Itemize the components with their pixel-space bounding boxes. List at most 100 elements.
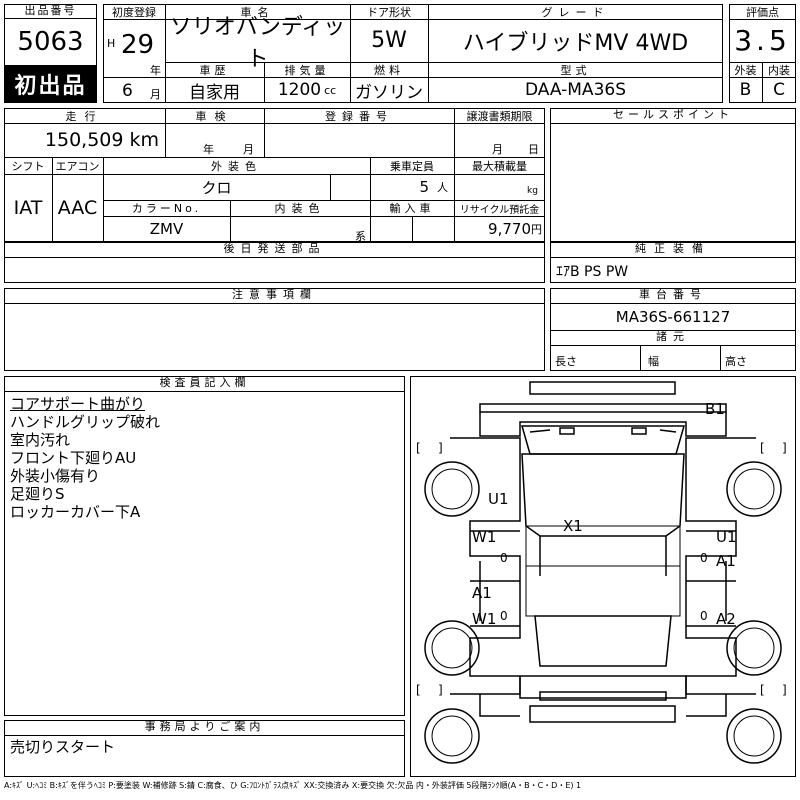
rear-bumper (529, 705, 676, 723)
int-color-unit: 系 (355, 230, 366, 243)
inspector-line-6: 足廻りS (10, 485, 65, 503)
height-label: 高さ (725, 355, 747, 368)
zero-mark-1: 0 (500, 551, 508, 565)
inspector-line-4: フロント下廻りAU (10, 449, 137, 467)
mark-a2-rear-right: A2 (716, 610, 736, 628)
reg-year: 29 (121, 30, 155, 60)
bracket-right-open-2: [ (760, 683, 765, 697)
mark-x1: X1 (563, 517, 583, 535)
zero-mark-2: 0 (700, 551, 708, 565)
mileage-unit: km (129, 129, 159, 151)
insp-month-unit: 月 (243, 143, 254, 156)
fuel: ガソリン (355, 82, 423, 103)
spare-wheel (424, 708, 480, 764)
office-box (4, 720, 405, 777)
int-color-label: 内装色 (274, 202, 326, 215)
office-value: 売切りスタート (10, 738, 116, 756)
seats: 5 (419, 178, 429, 196)
color-no: ZMV (149, 220, 184, 238)
body-outline-left (450, 437, 521, 695)
displacement-label: 排気量 (284, 63, 330, 77)
zero-mark-3: 0 (500, 609, 508, 623)
mileage: 150,509 (44, 129, 124, 151)
car-diagram: B1 U1 X1 U1 W1 A1 A1 W1 A2 [ ] [ ] [ ] [… (416, 381, 787, 764)
insp-year-unit: 年 (203, 143, 214, 156)
dimensions-label: 諸元 (550, 330, 796, 346)
year-unit: 年 (150, 64, 161, 77)
mark-u1-right: U1 (716, 528, 737, 546)
bracket-right-open: [ (760, 441, 765, 455)
lot-number: 5063 (17, 27, 84, 57)
office-label: 事務局よりご案内 (4, 720, 405, 736)
inspection-label: 車検 (195, 109, 234, 123)
hood-outline (479, 403, 727, 413)
later-parts-box (4, 242, 545, 283)
equipment-label: 純正装備 (550, 242, 796, 258)
inspector-box (4, 376, 405, 716)
reg-label: 初度登録 (112, 5, 156, 19)
notes-box (4, 288, 545, 371)
inspector-lines: コアサポート曲がり ハンドルグリップ破れ 室内汚れ フロント下廻りAU 外装小傷… (10, 395, 160, 521)
legend: A:ｷｽﾞ U:ﾍｺﾐ B:ｷｽﾞを伴うﾍｺﾐ P:要塗装 W:補修跡 S:錆 … (4, 781, 582, 790)
cabin-outline (521, 453, 685, 537)
inspector-line-2: ハンドルグリップ破れ (10, 413, 161, 431)
score-label: 評価点 (746, 5, 779, 19)
history-label: 車歴 (199, 63, 230, 77)
first-listing-text: 初出品 (14, 73, 87, 99)
bracket-left-open: [ (416, 441, 421, 455)
car-name-label: 車名 (240, 5, 275, 19)
wheel-rear-right (726, 620, 782, 676)
plate-label: 登録番号 (325, 109, 393, 123)
color-no-label: カラーNo. (131, 202, 202, 215)
wheel-rear-left (424, 620, 480, 676)
interior-grade-label: 内装 (768, 63, 790, 77)
recycle-unit: 円 (531, 223, 542, 236)
car-diagram-box (410, 376, 796, 777)
model-label: 型式 (560, 63, 591, 77)
fuel-label: 燃料 (374, 63, 404, 77)
seats-cell: 5 人 (370, 174, 454, 200)
month-unit: 月 (150, 88, 161, 101)
door-label: ドア形状 (367, 5, 411, 19)
width-label: 幅 (648, 355, 659, 368)
recycle-label: リサイクル預託金 (459, 204, 540, 216)
front-bumper (529, 381, 676, 395)
era: H (107, 37, 116, 50)
sales-points-label: セールスポイント (550, 108, 796, 124)
shift: IAT (13, 197, 43, 219)
rear-window (534, 615, 672, 667)
car-name: ソリオバンディット (169, 14, 346, 72)
ac-label: エアコン (55, 159, 100, 173)
import-label: 輸入車 (389, 202, 435, 215)
chassis-box (550, 288, 796, 371)
ac: AAC (57, 197, 98, 219)
score: 3.5 (734, 24, 791, 57)
seats-label: 乗車定員 (390, 159, 434, 173)
history: 自家用 (189, 82, 240, 103)
vehicle-info-block (4, 108, 545, 242)
later-parts-label: 後日発送部品 (4, 242, 545, 258)
recycle-cell: 9,770 円 (454, 216, 545, 242)
bracket-right-close: ] (782, 441, 787, 455)
inspector-line-5: 外装小傷有り (10, 467, 101, 485)
displacement: 1200 (277, 80, 322, 100)
model: DAA-MA36S (524, 80, 626, 100)
displacement-unit: cc (324, 83, 337, 97)
recycle: 9,770 (488, 220, 531, 238)
wheel-front-left (424, 461, 480, 517)
seats-unit: 人 (437, 181, 448, 194)
first-listing-badge: 初出品 (5, 65, 96, 102)
inspector-line-7: ロッカーカバー下A (10, 503, 141, 521)
transfer-month-unit: 月 (492, 143, 503, 156)
bracket-left-open-2: [ (416, 683, 421, 697)
equipment-value: ｴｱB PS PW (556, 264, 629, 280)
displacement-cell: 1200 cc (264, 77, 350, 103)
exterior-grade-label: 外装 (734, 63, 757, 77)
mark-a1-rear-left: A1 (472, 584, 492, 602)
ext-color-label: 外装色 (211, 159, 262, 173)
ext-color: クロ (201, 178, 232, 197)
mark-w1-front-left: W1 (472, 528, 496, 546)
grade-label: グレード (541, 5, 610, 19)
bracket-right-close-2: ] (782, 683, 787, 697)
door: 5W (371, 28, 407, 53)
